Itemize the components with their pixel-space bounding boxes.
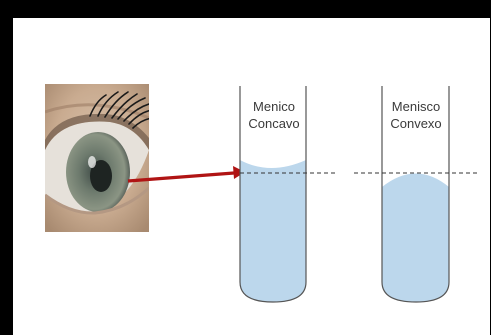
tube-label-convex-line2: Convexo [386, 115, 446, 132]
eye-photo-icon [45, 84, 155, 232]
tube-label-convex-line1: Menisco [386, 98, 446, 115]
tube-label-concave-line1: Menico [244, 98, 304, 115]
tube-label-concave-line2: Concavo [244, 115, 304, 132]
tube-label-convex: Menisco Convexo [386, 98, 446, 132]
tube-label-concave: Menico Concavo [244, 98, 304, 132]
